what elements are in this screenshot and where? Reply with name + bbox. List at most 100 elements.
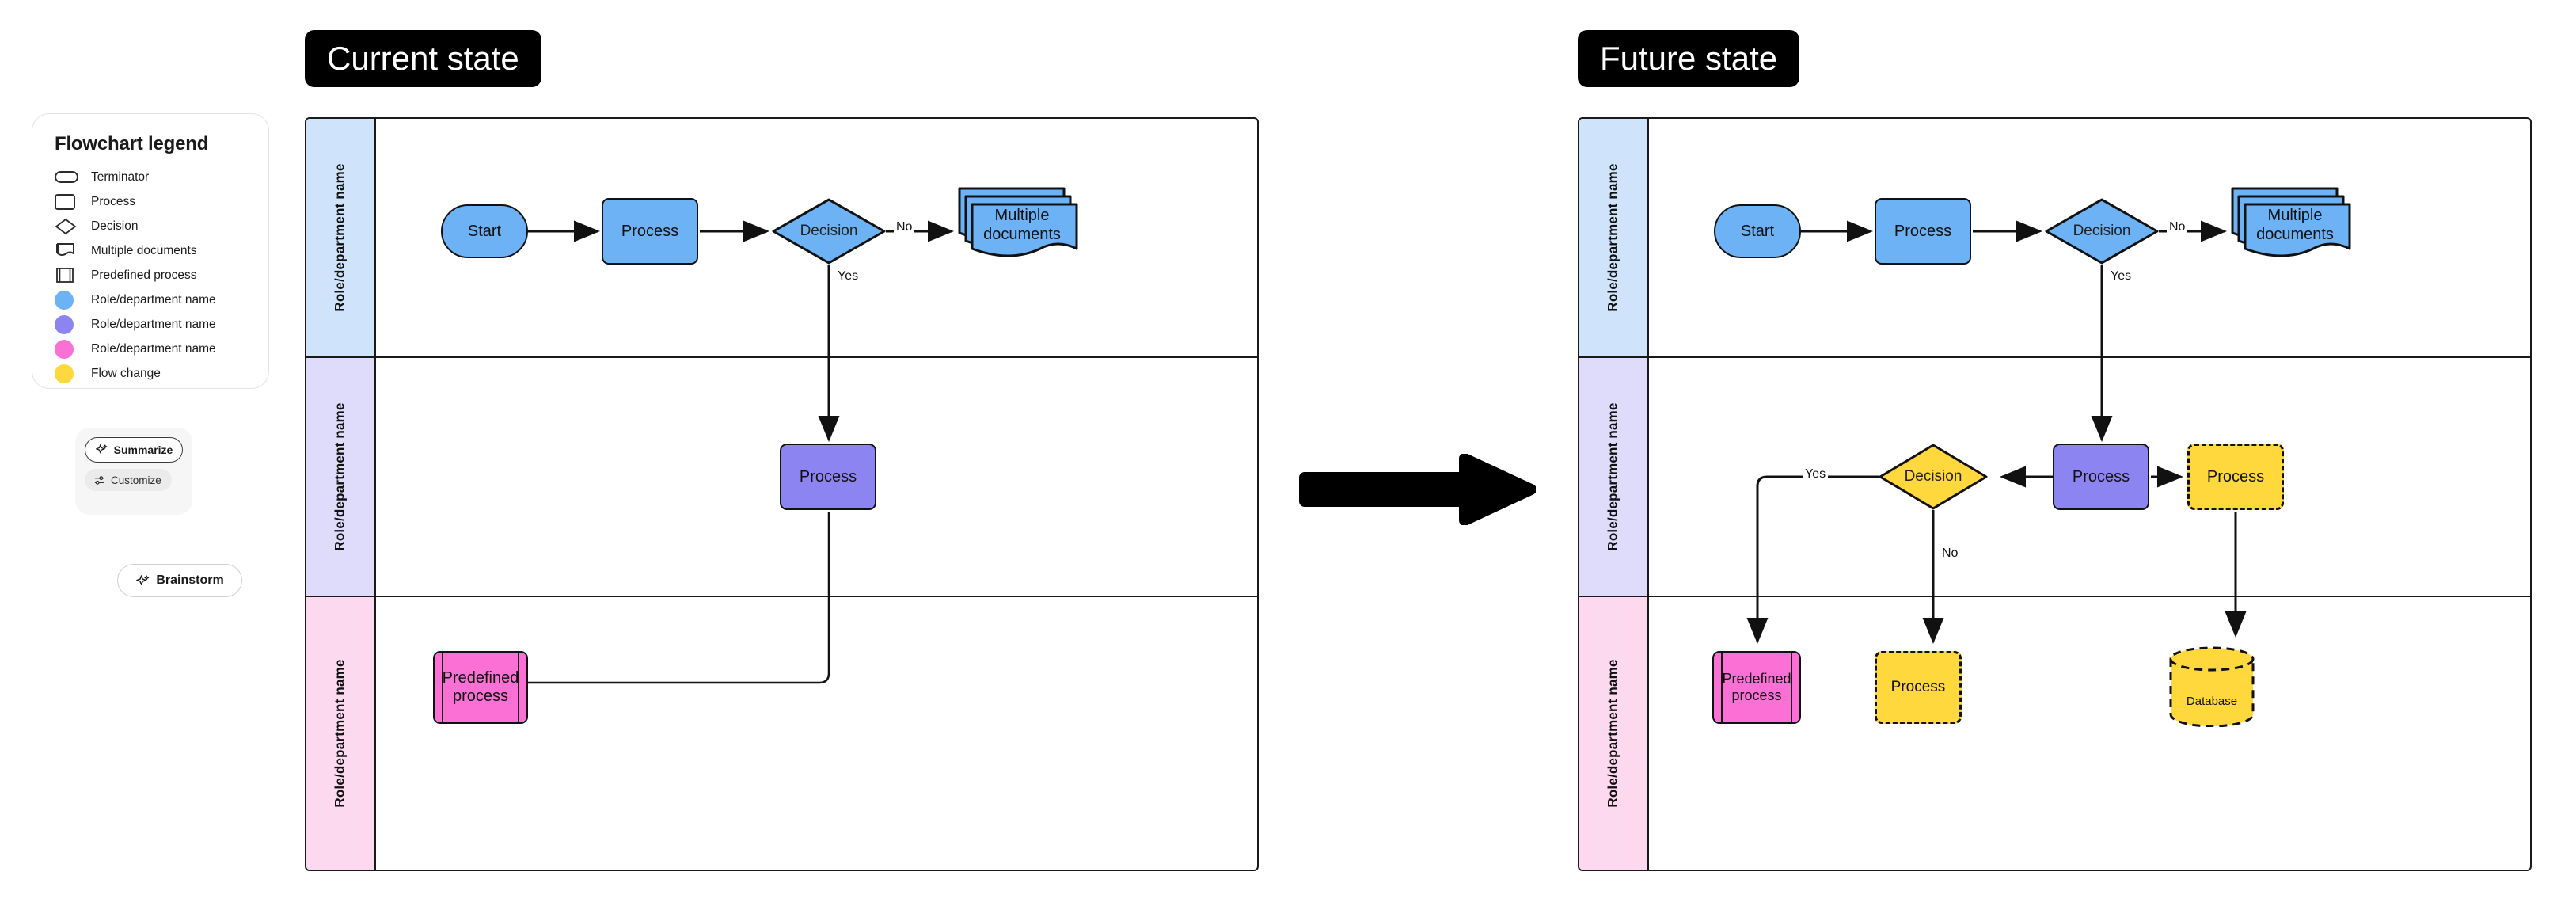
swimlane-body-3: Predefined process	[376, 597, 1257, 870]
edge-label-no: No	[894, 220, 915, 234]
node-decision-2[interactable]: Decision	[1879, 444, 1988, 510]
ai-tools-card: Summarize Customize	[75, 428, 192, 515]
node-label: Multiple documents	[983, 207, 1061, 243]
flowchart-legend-panel: Flowchart legend Terminator Process Deci…	[32, 113, 269, 389]
legend-item-label: Multiple documents	[91, 243, 197, 257]
swimlane-header-1: Role/department name	[306, 119, 376, 356]
legend-item-role-pink: Role/department name	[53, 337, 248, 361]
customize-label: Customize	[111, 474, 161, 486]
swimlane-header-3: Role/department name	[306, 597, 376, 870]
legend-item-label: Terminator	[91, 169, 150, 184]
node-database-1[interactable]: Database	[2168, 646, 2256, 728]
swimlane-header-3: Role/department name	[1579, 597, 1649, 870]
customize-button[interactable]: Customize	[85, 469, 172, 491]
process-shape-icon	[53, 193, 91, 210]
node-multiple-documents-1[interactable]: Multiple documents	[958, 184, 1078, 271]
decision-shape-icon	[53, 218, 91, 235]
lane-divider	[306, 356, 1257, 358]
edge-label-yes-2: Yes	[1803, 467, 1829, 482]
current-state-title: Current state	[305, 30, 541, 87]
terminator-shape-icon	[53, 171, 91, 183]
purple-dot-icon	[53, 314, 91, 334]
node-label: Predefined process	[442, 669, 519, 705]
swimlane-row-3: Role/department name Predefined process …	[1579, 597, 2530, 870]
swimlane-body-2: Decision Process Process	[1649, 358, 2530, 596]
legend-item-label: Flow change	[91, 366, 161, 380]
brainstorm-button[interactable]: Brainstorm	[117, 564, 242, 597]
node-decision-1[interactable]: Decision	[772, 198, 886, 265]
blue-dot-icon	[53, 290, 91, 310]
node-predefined-process-1[interactable]: Predefined process	[433, 651, 528, 724]
node-label: Database	[2186, 694, 2238, 708]
node-label: Decision	[800, 223, 858, 239]
big-right-arrow-icon	[1298, 453, 1537, 526]
node-process-4[interactable]: Process	[1875, 651, 1962, 724]
edge-label-yes: Yes	[2108, 269, 2134, 284]
brainstorm-label: Brainstorm	[156, 573, 224, 587]
future-state-diagram: Role/department name Start Process Decis…	[1578, 117, 2532, 871]
node-start[interactable]: Start	[1714, 204, 1801, 258]
legend-item-flow-change: Flow change	[53, 361, 248, 386]
node-decision-1[interactable]: Decision	[2045, 198, 2159, 265]
edge-label-no: No	[2167, 220, 2188, 234]
node-label: Multiple documents	[2256, 207, 2334, 243]
swimlane-row-2: Role/department name Process	[306, 358, 1257, 596]
swimlane-body-1: Start Process Decision Multiple document…	[1649, 119, 2530, 356]
multiple-documents-shape-icon	[53, 242, 91, 260]
legend-item-label: Predefined process	[91, 268, 197, 282]
current-state-diagram: Role/department name Start Process Decis…	[305, 117, 1259, 871]
legend-title: Flowchart legend	[55, 133, 209, 154]
lane-divider	[1579, 596, 2530, 597]
sparkle-icon	[95, 444, 108, 457]
swimlane-body-1: Start Process Decision Multiple document…	[376, 119, 1257, 356]
sliders-icon	[93, 474, 105, 486]
node-process-3[interactable]: Process	[2187, 444, 2284, 510]
legend-item-label: Role/department name	[91, 292, 216, 307]
legend-item-multiple-documents: Multiple documents	[53, 238, 248, 263]
legend-item-decision: Decision	[53, 214, 248, 238]
predefined-process-shape-icon	[53, 267, 91, 284]
node-label: Start	[467, 222, 502, 240]
edge-label-yes: Yes	[835, 269, 861, 284]
node-process-2[interactable]: Process	[780, 444, 876, 510]
legend-item-predefined-process: Predefined process	[53, 263, 248, 287]
node-label: Decision	[2073, 223, 2131, 239]
summarize-button[interactable]: Summarize	[85, 437, 183, 463]
node-start[interactable]: Start	[441, 204, 528, 258]
swimlane-label: Role/department name	[1605, 163, 1621, 312]
swimlane-label: Role/department name	[332, 163, 348, 312]
swimlane-row-3: Role/department name Predefined process	[306, 597, 1257, 870]
node-label: Process	[2206, 467, 2265, 485]
node-label: Process	[1894, 222, 1952, 240]
swimlane-header-2: Role/department name	[306, 358, 376, 596]
legend-item-terminator: Terminator	[53, 165, 248, 189]
swimlane-body-3: Predefined process Process Database	[1649, 597, 2530, 870]
swimlane-label: Role/department name	[332, 659, 348, 808]
swimlane-header-1: Role/department name	[1579, 119, 1649, 356]
node-label: Start	[1740, 222, 1775, 240]
node-label: Process	[799, 467, 857, 485]
legend-item-role-purple: Role/department name	[53, 312, 248, 337]
node-process-1[interactable]: Process	[602, 198, 698, 265]
node-label: Process	[2072, 467, 2130, 485]
yellow-dot-icon	[53, 364, 91, 383]
node-process-2[interactable]: Process	[2053, 444, 2149, 510]
swimlane-row-2: Role/department name Decision Process Pr…	[1579, 358, 2530, 596]
future-state-title: Future state	[1578, 30, 1800, 87]
lane-divider	[1579, 356, 2530, 358]
swimlane-row-1: Role/department name Start Process Decis…	[306, 119, 1257, 356]
swimlane-row-1: Role/department name Start Process Decis…	[1579, 119, 2530, 356]
node-process-1[interactable]: Process	[1875, 198, 1971, 265]
legend-item-label: Process	[91, 194, 135, 208]
pink-dot-icon	[53, 339, 91, 359]
legend-item-process: Process	[53, 189, 248, 214]
node-multiple-documents-1[interactable]: Multiple documents	[2231, 184, 2351, 271]
node-label: Process	[621, 222, 679, 240]
node-predefined-process-1[interactable]: Predefined process	[1712, 651, 1801, 724]
summarize-label: Summarize	[113, 444, 173, 456]
sparkle-icon	[135, 574, 150, 588]
node-label: Predefined process	[1722, 671, 1791, 703]
legend-item-label: Role/department name	[91, 341, 216, 356]
legend-item-role-blue: Role/department name	[53, 287, 248, 312]
